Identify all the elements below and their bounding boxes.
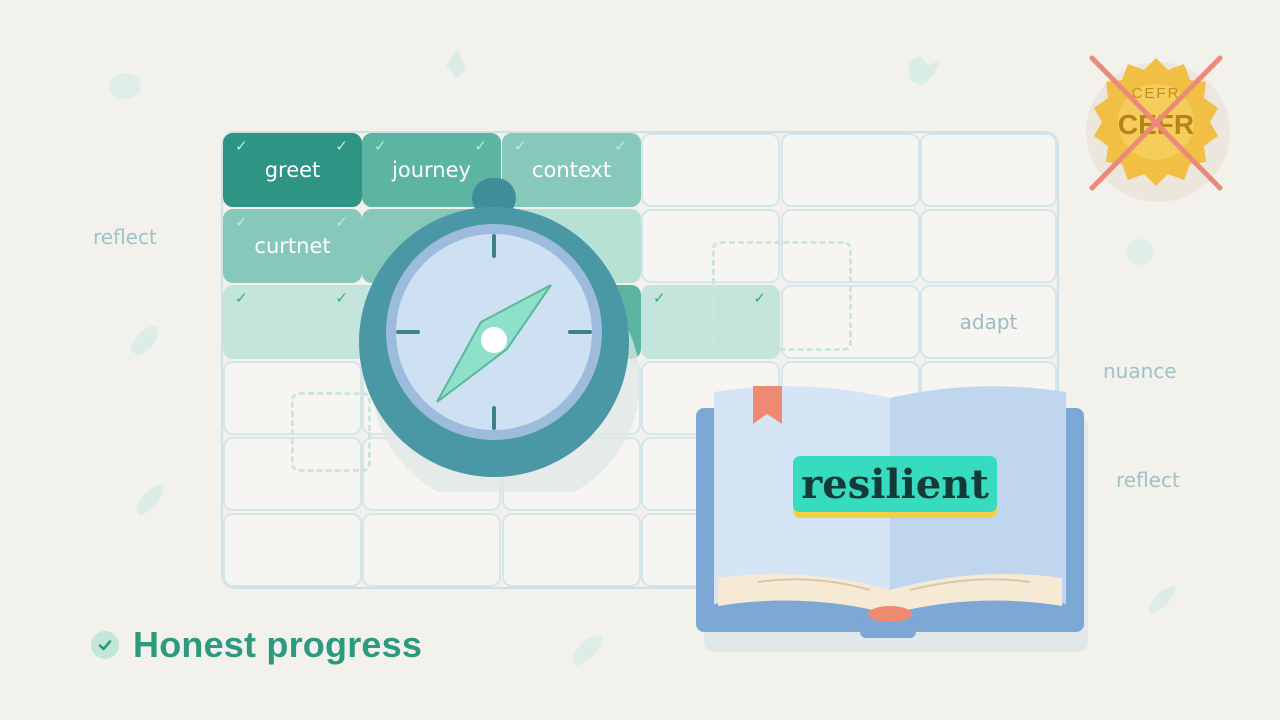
check-icon: ✓ <box>514 137 527 155</box>
leaf-icon <box>130 325 159 356</box>
cell-word: context <box>531 158 612 182</box>
leaf-icon <box>572 636 602 666</box>
highlighted-word: resilient <box>793 456 997 512</box>
footer-label: Honest progress <box>133 624 423 665</box>
check-icon: ✓ <box>335 289 348 307</box>
check-icon: ✓ <box>753 289 766 307</box>
cell-word: curtnet <box>254 234 331 258</box>
grid-cell-word: ✓ ✓ greet <box>223 133 362 207</box>
cell-word: adapt <box>959 310 1018 334</box>
badge-arc-label: CEFR <box>1132 85 1181 102</box>
cell-word: greet <box>264 158 321 182</box>
leaf-icon <box>446 50 466 78</box>
open-book-icon <box>696 386 1088 652</box>
floating-word: reflect <box>1116 468 1180 492</box>
cefr-badge-icon: CEFR CEFR <box>1086 55 1230 202</box>
grid-cell-word: adapt <box>920 285 1057 359</box>
grid-cell-empty <box>362 513 501 587</box>
check-icon: ✓ <box>374 137 387 155</box>
check-icon: ✓ <box>235 289 248 307</box>
check-icon: ✓ <box>335 213 348 231</box>
blob-shape <box>1127 239 1153 265</box>
leaf-icon <box>1148 586 1176 614</box>
grid-cell-filled: ✓ ✓ <box>641 285 780 359</box>
grid-cell-empty <box>920 209 1057 283</box>
check-icon: ✓ <box>614 137 627 155</box>
dashed-placeholder <box>291 392 371 472</box>
grid-cell-empty <box>920 133 1057 207</box>
blob-shape <box>109 73 141 99</box>
grid-cell-empty <box>641 209 780 283</box>
grid-cell-empty <box>223 513 362 587</box>
honest-progress-label: Honest progress <box>91 622 422 668</box>
cell-word: journey <box>392 158 471 182</box>
grid-cell-empty <box>502 513 641 587</box>
grid-cell-empty <box>641 133 780 207</box>
grid-cell-empty <box>781 133 920 207</box>
grid-cell-word: ✓ ✓ curtnet <box>223 209 362 283</box>
floating-word: nuance <box>1103 359 1177 383</box>
check-icon: ✓ <box>474 137 487 155</box>
compass-icon <box>359 178 640 492</box>
floating-word: reflect <box>93 225 157 249</box>
check-icon <box>91 631 119 659</box>
leaf-icon <box>136 484 164 516</box>
check-icon: ✓ <box>235 137 248 155</box>
check-icon: ✓ <box>335 137 348 155</box>
dashed-placeholder <box>712 241 852 351</box>
leaf-icon <box>908 56 940 86</box>
grid-cell-word: ✓ ✓ context <box>502 133 641 207</box>
check-icon: ✓ <box>653 289 666 307</box>
check-icon: ✓ <box>235 213 248 231</box>
